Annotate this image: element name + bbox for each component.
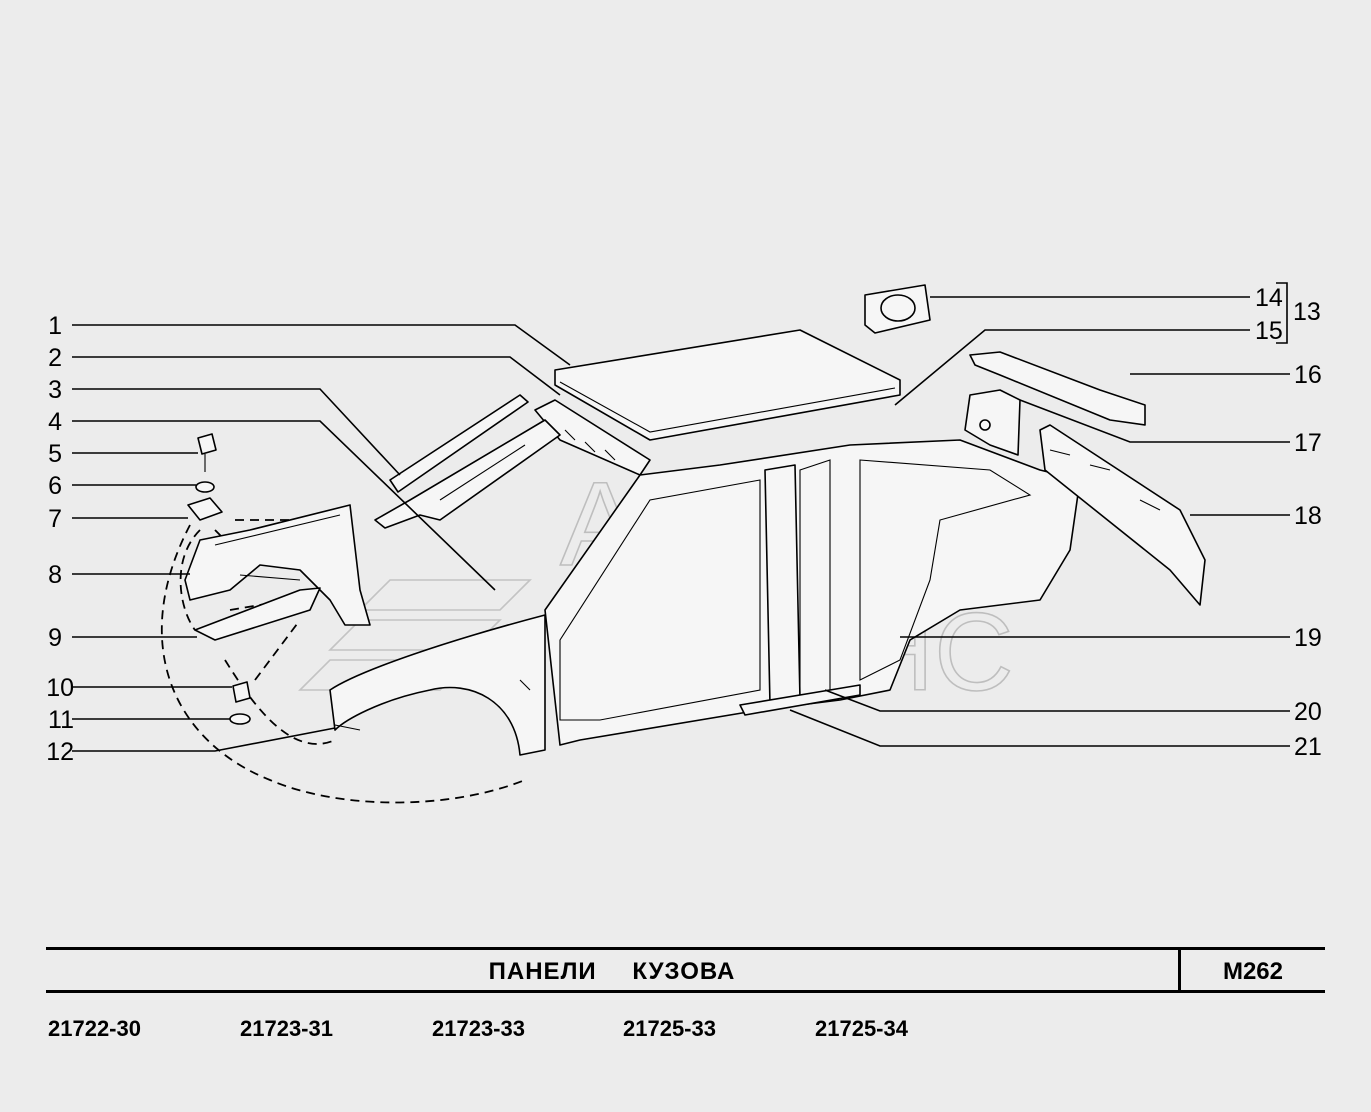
center-pillar [764,464,801,706]
callout-20: 20 [1294,698,1322,726]
model-code: 21725-33 [623,1016,716,1041]
callout-18: 18 [1294,502,1322,530]
front-fender-inner [184,504,371,626]
callout-6: 6 [48,472,62,500]
front-fender [329,614,546,756]
model-code: 21723-33 [432,1016,525,1041]
callout-1: 1 [48,312,62,340]
sheet-title-word-1: ПАНЕЛИ [488,958,597,985]
callout-9: 9 [48,624,62,652]
clip-lower [229,713,251,725]
callout-4: 4 [48,408,62,436]
callout-11: 11 [48,706,74,734]
callout-7: 7 [48,505,62,533]
callout-12: 12 [46,738,74,766]
callout-numbers: 1 2 3 4 5 6 7 8 9 10 11 12 13 14 15 16 1… [46,284,1322,766]
nut-plate [187,497,223,521]
callout-14: 14 [1255,284,1283,312]
title-block: ПАНЕЛИ КУЗОВА М262 [46,947,1325,993]
model-code: 21725-34 [815,1016,908,1041]
washer [195,481,215,493]
windshield-pillar-trim [389,394,529,493]
callout-5: 5 [48,440,62,468]
title-divider [1178,950,1181,990]
callout-8: 8 [48,561,62,589]
front-fender-bracket [194,587,321,641]
callout-10: 10 [46,674,74,702]
callout-19: 19 [1294,624,1322,652]
sheet-title-word-2: КУЗОВА [632,958,736,985]
windshield-frame-left [374,419,561,529]
callout-15: 15 [1255,317,1283,345]
side-body-frame [544,439,1081,746]
fuel-filler-door [864,284,931,334]
callout-13: 13 [1293,298,1321,326]
callout-3: 3 [48,376,62,404]
rear-panel [1039,424,1206,606]
callout-21: 21 [1294,733,1322,761]
callout-2: 2 [48,344,62,372]
sheet-code: М262 [1222,958,1284,985]
roof-panel [554,329,901,441]
leader-lines [72,282,1290,752]
bolt-lower [232,681,251,703]
rear-wheelhouse-panel [964,389,1021,456]
sheet-title: ПАНЕЛИ КУЗОВА [46,950,1178,990]
model-code: 21722-30 [48,1016,141,1041]
callout-17: 17 [1294,429,1322,457]
rear-shelf-panel [969,351,1146,426]
bolt [197,433,217,472]
callout-16: 16 [1294,361,1322,389]
model-code: 21723-31 [240,1016,333,1041]
